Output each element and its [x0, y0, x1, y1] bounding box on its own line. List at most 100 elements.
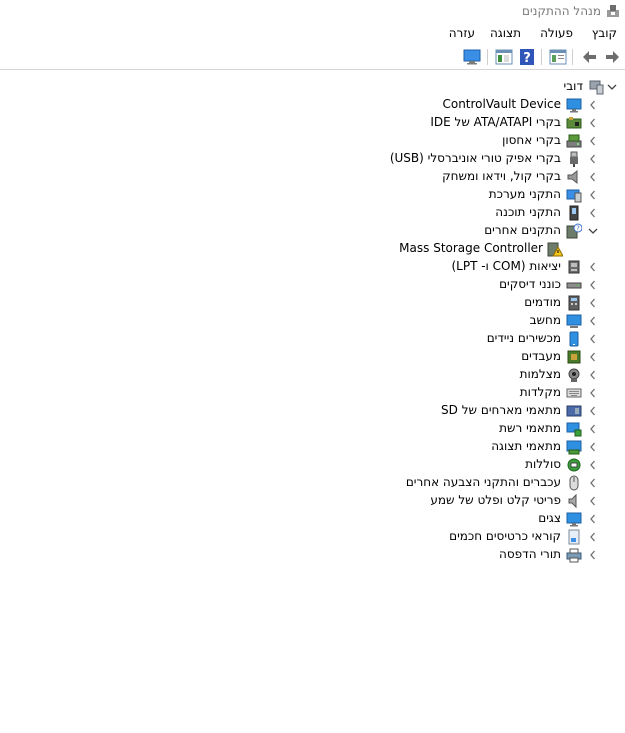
- warning-device-icon: [547, 242, 563, 257]
- monitor-scan-icon[interactable]: [462, 48, 482, 66]
- sd-host-icon: [566, 405, 582, 417]
- tree-category-label: ControlVault Device: [442, 97, 561, 111]
- menu-bar: קובץ פעולה תצוגה עזרה: [0, 24, 625, 44]
- tree-category-label: תורי הדפסה: [499, 547, 561, 561]
- tree-category-label: סוללות: [525, 457, 561, 471]
- chevron-left-icon[interactable]: [588, 370, 598, 380]
- svg-text:?: ?: [576, 225, 580, 233]
- tree-category-label: קוראי כרטיסים חכמים: [449, 529, 561, 543]
- tree-category-label: מתאמי תצוגה: [491, 439, 561, 453]
- unknown-device-icon: ?: [566, 223, 582, 239]
- chevron-left-icon[interactable]: [588, 136, 598, 146]
- menu-file[interactable]: קובץ: [591, 26, 617, 40]
- chevron-left-icon[interactable]: [588, 514, 598, 524]
- tree-category[interactable]: בקרי אחסון: [0, 132, 625, 150]
- usb-icon: [570, 151, 578, 167]
- disk-drive-icon: [566, 282, 582, 289]
- tree-category[interactable]: צגים: [0, 510, 625, 528]
- tree-category[interactable]: מתאמי מארחים של SD: [0, 402, 625, 420]
- tree-category[interactable]: מעבדים: [0, 348, 625, 366]
- tree-category[interactable]: עכברים והתקני הצבעה אחרים: [0, 474, 625, 492]
- system-device-icon: [566, 189, 582, 203]
- tree-category[interactable]: יציאות (COM ו- LPT): [0, 258, 625, 276]
- tree-category-label: מחשב: [529, 313, 561, 327]
- chevron-left-icon[interactable]: [588, 316, 598, 326]
- menu-action[interactable]: פעולה: [540, 26, 573, 40]
- chevron-left-icon[interactable]: [588, 154, 598, 164]
- tree-category-label: עכברים והתקני הצבעה אחרים: [405, 475, 561, 489]
- processor-icon: [567, 350, 581, 364]
- chevron-down-icon[interactable]: [607, 82, 617, 92]
- toolbar-separator: [541, 49, 542, 65]
- chevron-left-icon[interactable]: [588, 118, 598, 128]
- tree-category-label: התקני תוכנה: [495, 205, 561, 219]
- tree-category-label: מתאמי מארחים של SD: [441, 403, 561, 417]
- chevron-left-icon[interactable]: [588, 190, 598, 200]
- title-bar: מנהל ההתקנים: [0, 0, 625, 22]
- tree-category[interactable]: כונני דיסקים: [0, 276, 625, 294]
- chevron-left-icon[interactable]: [588, 280, 598, 290]
- tree-device[interactable]: Mass Storage Controller: [0, 240, 625, 258]
- chevron-left-icon[interactable]: [588, 208, 598, 218]
- tree-category-label: מעבדים: [521, 349, 561, 363]
- tree-category[interactable]: מתאמי רשת: [0, 420, 625, 438]
- menu-view[interactable]: תצוגה: [489, 26, 521, 40]
- speaker-icon: [567, 169, 578, 185]
- tree-category-label: מצלמות: [519, 367, 561, 381]
- tree-root[interactable]: דובי: [0, 78, 625, 96]
- chevron-left-icon[interactable]: [588, 388, 598, 398]
- chevron-left-icon[interactable]: [588, 424, 598, 434]
- tree-category[interactable]: מצלמות: [0, 366, 625, 384]
- tree-category[interactable]: מכשירים ניידים: [0, 330, 625, 348]
- tree-category[interactable]: בקרי קול, וידאו ומשחק: [0, 168, 625, 186]
- keyboard-icon: [566, 388, 582, 398]
- chevron-left-icon[interactable]: [588, 460, 598, 470]
- tree-category[interactable]: מקלדות: [0, 384, 625, 402]
- chevron-left-icon[interactable]: [588, 532, 598, 542]
- tree-category[interactable]: קוראי כרטיסים חכמים: [0, 528, 625, 546]
- tree-category-label: בקרי אחסון: [502, 133, 561, 147]
- chevron-down-icon[interactable]: [588, 226, 598, 236]
- forward-icon[interactable]: [602, 48, 622, 66]
- tree-category[interactable]: בקרי אפיק טורי אוניברסלי (USB): [0, 150, 625, 168]
- chevron-left-icon[interactable]: [588, 406, 598, 416]
- portable-device-icon: [569, 331, 579, 347]
- tree-category[interactable]: מודמים: [0, 294, 625, 312]
- tree-category-label: פריטי קלט ופלט של שמע: [430, 493, 561, 507]
- chevron-left-icon[interactable]: [588, 100, 598, 110]
- display-adapter-icon: [566, 440, 582, 455]
- modem-icon: [568, 295, 580, 311]
- chevron-left-icon[interactable]: [588, 262, 598, 272]
- software-device-icon: [569, 205, 579, 221]
- show-hidden-icon[interactable]: [494, 48, 514, 66]
- tree-category[interactable]: סוללות: [0, 456, 625, 474]
- tree-category[interactable]: מחשב: [0, 312, 625, 330]
- chevron-left-icon[interactable]: [588, 496, 598, 506]
- network-adapter-icon: [566, 422, 582, 437]
- tree-category[interactable]: פריטי קלט ופלט של שמע: [0, 492, 625, 510]
- tree-category[interactable]: בקרי ATA/ATAPI של IDE: [0, 114, 625, 132]
- chevron-left-icon[interactable]: [588, 172, 598, 182]
- menu-help[interactable]: עזרה: [448, 26, 475, 40]
- camera-icon: [568, 368, 580, 382]
- storage-controller-icon: [566, 134, 582, 148]
- tree-category-label: כונני דיסקים: [499, 277, 561, 291]
- tree-category[interactable]: התקני תוכנה: [0, 204, 625, 222]
- tree-category[interactable]: תורי הדפסה: [0, 546, 625, 564]
- chevron-left-icon[interactable]: [588, 298, 598, 308]
- tree-category[interactable]: התקני מערכת: [0, 186, 625, 204]
- chevron-left-icon[interactable]: [588, 550, 598, 560]
- help-icon[interactable]: ?: [517, 48, 537, 66]
- toolbar-separator: [572, 49, 573, 65]
- chevron-left-icon[interactable]: [588, 334, 598, 344]
- chevron-left-icon[interactable]: [588, 352, 598, 362]
- tree-category-label: בקרי אפיק טורי אוניברסלי (USB): [389, 151, 561, 165]
- chevron-left-icon[interactable]: [588, 478, 598, 488]
- back-icon[interactable]: [580, 48, 600, 66]
- tree-category-label: מכשירים ניידים: [486, 331, 561, 345]
- tree-category[interactable]: ControlVault Device: [0, 96, 625, 114]
- tree-category[interactable]: ?התקנים אחרים: [0, 222, 625, 240]
- properties-icon[interactable]: [548, 48, 568, 66]
- tree-category[interactable]: מתאמי תצוגה: [0, 438, 625, 456]
- chevron-left-icon[interactable]: [588, 442, 598, 452]
